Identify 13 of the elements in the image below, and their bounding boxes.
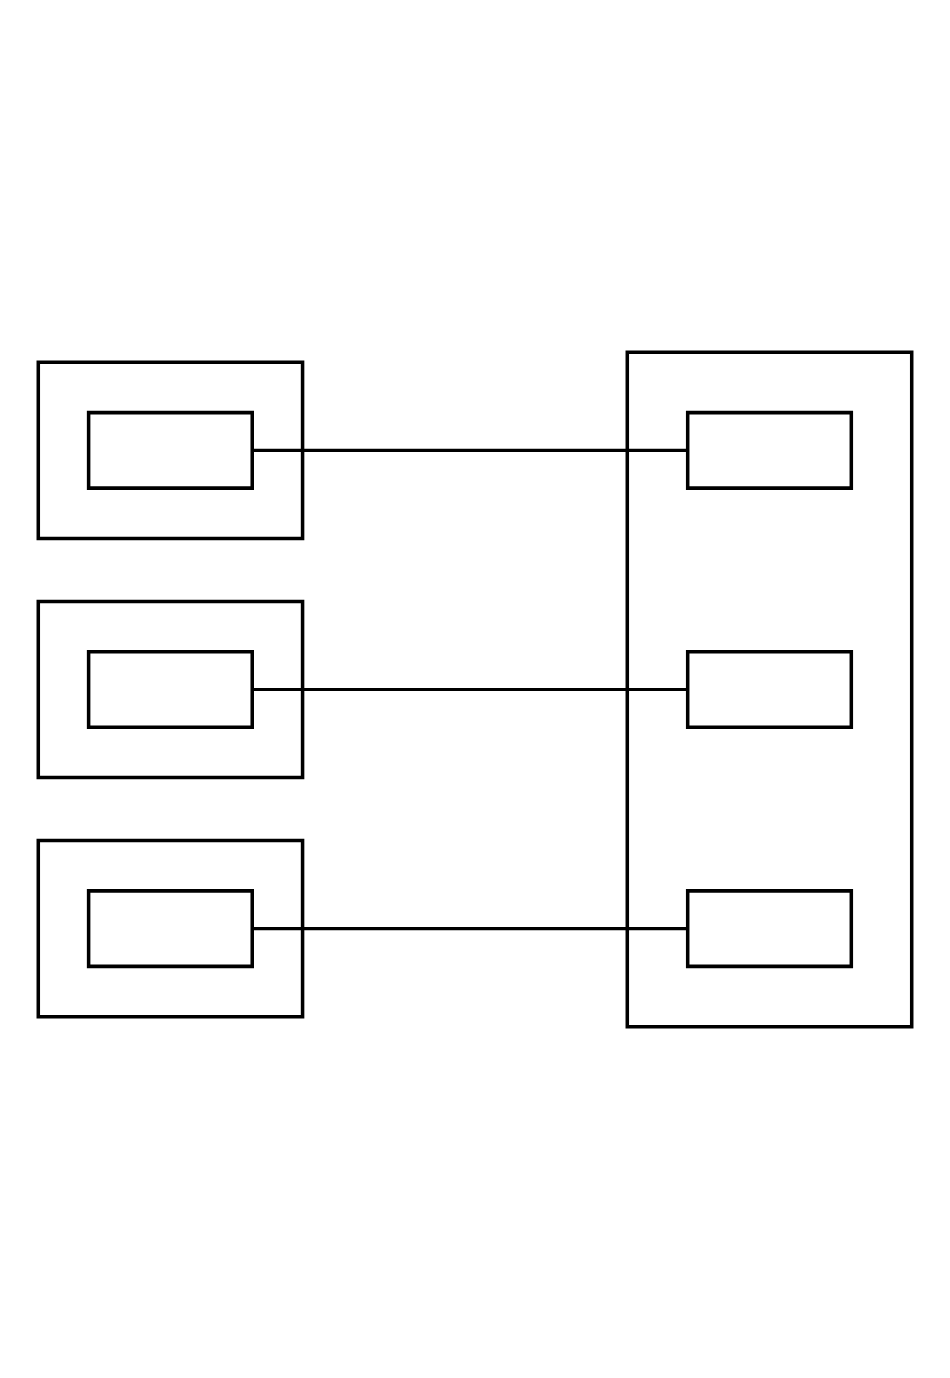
cluster [36,360,305,540]
node-box [685,410,854,490]
node-box [86,888,254,968]
cluster [625,349,914,1029]
node-box [86,410,254,490]
node-box [685,888,854,968]
connector [253,687,688,691]
node-box [685,649,854,729]
connector [253,448,688,452]
cluster [36,838,305,1018]
node-box [86,649,254,729]
connector [253,926,688,930]
cluster [36,599,305,779]
